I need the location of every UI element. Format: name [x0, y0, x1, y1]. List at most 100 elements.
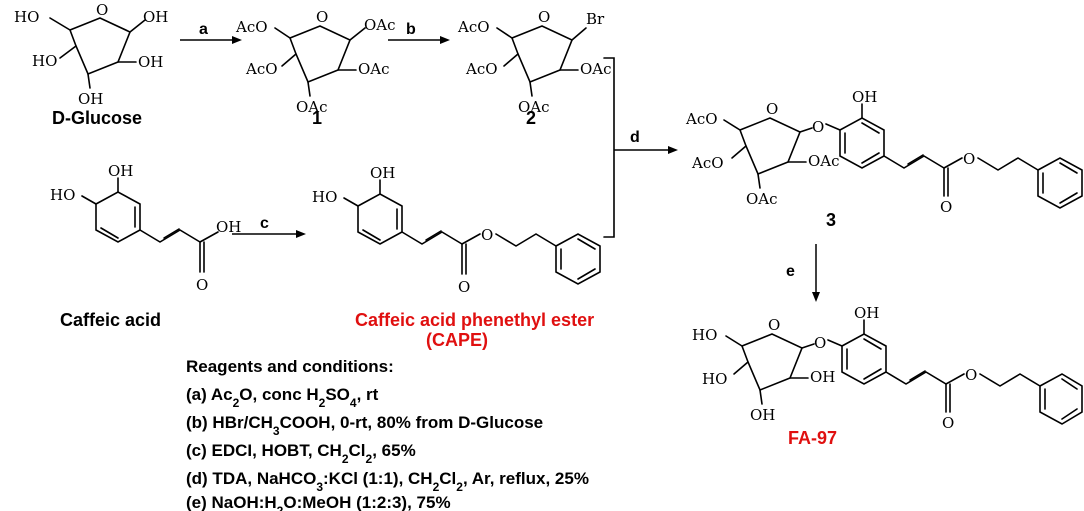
arrow-c-head — [296, 230, 306, 238]
cond-c-4: , 65% — [372, 441, 415, 460]
fa97-ring-o: O — [768, 316, 780, 334]
c3-ester-o: O — [963, 150, 975, 168]
cond-d-2: :KCl (1:1), CH — [323, 469, 433, 488]
glucose-ring-o: O — [96, 1, 108, 19]
cond-c-0: (c) EDCI, HOBT, CH — [186, 441, 342, 460]
cond-a-0: (a) Ac — [186, 385, 233, 404]
cond-d-4: Cl — [439, 469, 456, 488]
step-a-label: a — [199, 21, 208, 38]
glucose-ho-4: HO — [32, 52, 57, 70]
c1-ring-o: O — [316, 8, 328, 26]
c1-aco-4: AcO — [245, 60, 278, 78]
cape-abbrev: (CAPE) — [426, 330, 488, 350]
cape-ester-o: O — [481, 226, 493, 244]
bracket-d — [603, 57, 615, 238]
glucose-ho-label: HO — [14, 8, 39, 26]
c3-oac-2: OAc — [808, 152, 840, 170]
c1-oac-2: OAc — [358, 60, 390, 78]
cond-b-0: (b) HBr/CH — [186, 413, 273, 432]
arrow-b-head — [440, 36, 450, 44]
glucose-name: D-Glucose — [52, 108, 142, 128]
step-d-label: d — [630, 129, 640, 146]
caffeic-acid-name: Caffeic acid — [60, 310, 161, 330]
cape-ho-4: HO — [312, 188, 337, 206]
arrow-e-head — [812, 292, 820, 302]
cond-c-3: 2 — [366, 452, 373, 466]
cond-e-2: O:MeOH (1:2:3), 75% — [283, 493, 450, 511]
cond-a-1: 2 — [233, 396, 240, 410]
fa97-oh-2: OH — [810, 368, 835, 386]
caffeic-acid-structure: OH HO OH O — [50, 162, 241, 294]
cond-e-0: (e) NaOH:H — [186, 493, 277, 511]
cond-a-2: O, conc H — [239, 385, 318, 404]
c2-aco-6: AcO — [457, 18, 490, 36]
c1-oac-3: OAc — [296, 98, 328, 116]
compound-3-number: 3 — [826, 210, 836, 230]
c3-oh: OH — [852, 88, 877, 106]
c2-oac-3: OAc — [518, 98, 550, 116]
cond-d-5: 2 — [456, 480, 463, 494]
compound-2-number: 2 — [526, 108, 536, 128]
compound-1-number: 1 — [312, 108, 322, 128]
glucose-oh-1: OH — [143, 8, 168, 26]
caffeic-oh-acid: OH — [216, 218, 241, 236]
cond-c-1: 2 — [342, 452, 349, 466]
c1-oac-1: OAc — [364, 16, 396, 34]
cond-e-1: 2 — [277, 504, 284, 511]
cond-b-2: COOH, 0-rt, 80% from D-Glucose — [280, 413, 544, 432]
cape-structure: OH HO O O — [312, 164, 601, 296]
compound-3-structure: AcO O O OH AcO OAc OAc O O — [685, 88, 1083, 216]
c3-ring-o: O — [766, 100, 778, 118]
c3-aco-6: AcO — [685, 110, 718, 128]
fa97-ho-4: HO — [702, 370, 727, 388]
fa97-carbonyl-o: O — [942, 414, 954, 432]
c3-glycosidic-o: O — [812, 118, 824, 136]
c2-ring-o: O — [538, 8, 550, 26]
fa97-glycosidic-o: O — [814, 334, 826, 352]
condition-c: (c) EDCI, HOBT, CH2Cl2, 65% — [186, 441, 416, 466]
c2-br: Br — [586, 10, 605, 28]
condition-e: (e) NaOH:H2O:MeOH (1:2:3), 75% — [186, 493, 451, 511]
caffeic-oh-3: OH — [108, 162, 133, 180]
glucose-oh-2: OH — [138, 53, 163, 71]
conditions-title: Reagents and conditions: — [186, 357, 394, 376]
caffeic-ho-4: HO — [50, 186, 75, 204]
glucose-oh-3: OH — [78, 90, 103, 108]
cond-b-1: 3 — [273, 424, 280, 438]
cond-d-6: , Ar, reflux, 25% — [463, 469, 589, 488]
arrow-d-head — [668, 146, 678, 154]
compound-2-structure: AcO O Br AcO OAc OAc — [457, 8, 612, 116]
fa97-oh: OH — [854, 304, 879, 322]
step-e-label: e — [786, 263, 795, 280]
cond-a-6: , rt — [357, 385, 379, 404]
cape-carbonyl-o: O — [458, 278, 470, 296]
fa97-oh-3: OH — [750, 406, 775, 424]
fa97-structure: HO O O OH HO OH OH O O — [692, 304, 1083, 432]
glucose-structure: HO O OH HO OH OH — [14, 1, 168, 108]
cond-a-3: 2 — [319, 396, 326, 410]
fa97-ester-o: O — [965, 366, 977, 384]
cond-a-5: 4 — [350, 396, 357, 410]
fa97-ho-6: HO — [692, 326, 717, 344]
condition-b: (b) HBr/CH3COOH, 0-rt, 80% from D-Glucos… — [186, 413, 543, 438]
caffeic-carbonyl-o: O — [196, 276, 208, 294]
c2-aco-4: AcO — [465, 60, 498, 78]
condition-a: (a) Ac2O, conc H2SO4, rt — [186, 385, 379, 410]
cond-c-2: Cl — [349, 441, 366, 460]
c3-aco-4: AcO — [691, 154, 724, 172]
c1-aco-6: AcO — [235, 18, 268, 36]
arrow-a-head — [232, 36, 242, 44]
cond-d-3: 2 — [433, 480, 440, 494]
cape-name: Caffeic acid phenethyl ester — [355, 310, 594, 330]
cond-a-4: SO — [325, 385, 350, 404]
c3-carbonyl-o: O — [940, 198, 952, 216]
conditions-block: Reagents and conditions: (a) Ac2O, conc … — [186, 357, 589, 511]
c2-oac-2: OAc — [580, 60, 612, 78]
condition-d: (d) TDA, NaHCO3:KCl (1:1), CH2Cl2, Ar, r… — [186, 469, 589, 494]
cape-oh-3: OH — [370, 164, 395, 182]
step-b-label: b — [406, 21, 416, 38]
step-c-label: c — [260, 215, 269, 232]
fa97-name: FA-97 — [788, 428, 837, 448]
